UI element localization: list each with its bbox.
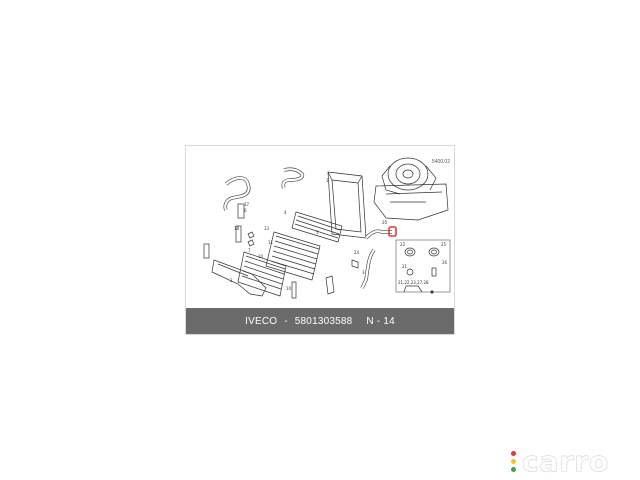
callout-label: 25: [441, 242, 447, 247]
intercooler: [291, 211, 343, 243]
air-duct: [211, 259, 267, 297]
yellow-dot-icon: [511, 458, 516, 464]
callout-label: 10: [258, 254, 264, 259]
callout-label: 24: [354, 250, 360, 255]
carro-logo: carro: [511, 444, 610, 478]
callout-label: 2: [230, 278, 233, 283]
engine-block: [373, 183, 449, 221]
clamp-detail-inset: [395, 239, 451, 294]
callout-label: 13: [264, 226, 270, 231]
callout-label: 26: [442, 260, 448, 265]
callout-label: 3: [362, 270, 365, 275]
callout-label: 7: [248, 248, 251, 253]
parts-diagram-card: 17 6 18 4 13 11 7 10 2 10 5 1 24 20 3 22…: [186, 146, 454, 334]
caption-bar: IVECO - 5801303588 N - 14: [186, 308, 454, 334]
callout-label: 1: [326, 178, 329, 183]
callout-label: 11: [268, 240, 274, 245]
callout-label: 18: [234, 226, 240, 231]
logo-wordmark: carro: [522, 444, 610, 478]
callout-label: 22: [400, 242, 406, 247]
fan-assembly: [381, 157, 437, 195]
highlighted-part-marker: [388, 226, 397, 237]
brackets: [203, 203, 359, 299]
traffic-light-icon: [511, 450, 516, 472]
callout-label: 5: [316, 230, 319, 235]
callout-label: 21: [402, 264, 408, 269]
callout-label: 17: [244, 202, 250, 207]
caption-separator: -: [284, 315, 288, 327]
caption-brand-and-part: IVECO - 5801303588: [245, 316, 352, 327]
brand-name: IVECO: [245, 315, 278, 327]
exploded-parts-diagram: 17 6 18 4 13 11 7 10 2 10 5 1 24 20 3 22…: [203, 157, 451, 299]
radiator: [265, 231, 321, 281]
callout-label: 6: [244, 208, 247, 213]
position-label: N - 14: [366, 315, 395, 327]
part-number: 5801303588: [294, 315, 353, 327]
green-dot-icon: [511, 466, 516, 472]
figure-code: 5400.02: [431, 159, 450, 165]
callout-label: 21,22,23,27,28: [398, 280, 429, 285]
callout-label: 4: [284, 210, 287, 215]
callout-label: 20: [382, 220, 388, 225]
red-dot-icon: [511, 450, 516, 456]
callout-label: 10: [286, 286, 292, 291]
